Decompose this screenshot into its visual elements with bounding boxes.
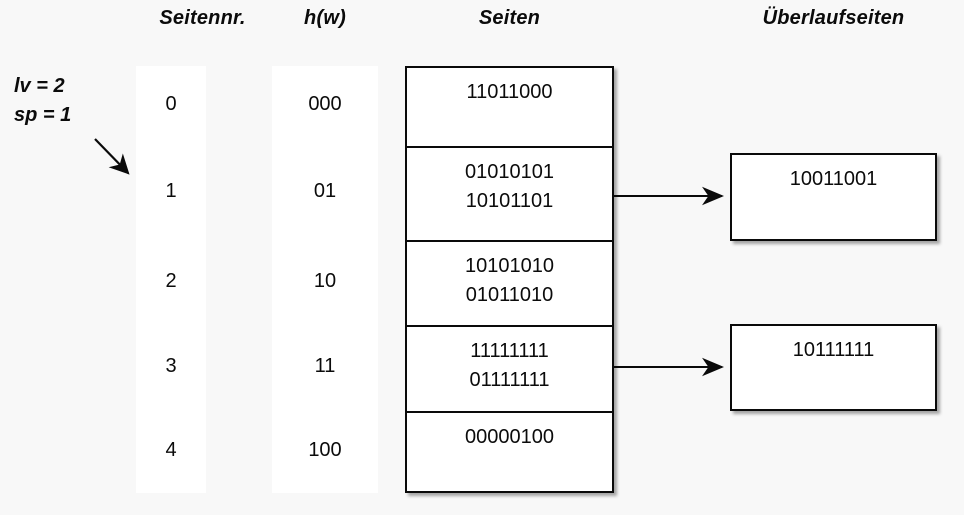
page-record: 00000100 — [465, 426, 554, 448]
hw-value: 100 — [308, 439, 342, 461]
page-cell[interactable]: 11011000 — [407, 68, 612, 148]
column-header-ueberlaufseiten: Überlaufseiten — [762, 7, 905, 29]
column-header-seiten: Seiten — [478, 7, 541, 29]
page-cell[interactable]: 01010101 10101101 — [407, 146, 612, 242]
column-seitennr: 0 1 2 3 4 — [136, 66, 206, 493]
right-arrow-icon — [612, 357, 724, 377]
seitennr-value: 0 — [165, 93, 177, 115]
page-record: 10101101 — [465, 190, 554, 212]
seitennr-value: 2 — [165, 269, 177, 292]
seitennr-value: 1 — [165, 180, 177, 202]
hw-value: 01 — [313, 180, 337, 202]
page-cell[interactable]: 11111111 01111111 — [407, 325, 612, 413]
column-header-hw: h(w) — [304, 7, 346, 29]
pages-table: 11011000 01010101 10101101 10101010 01011010… — [405, 66, 614, 493]
hw-value: 10 — [313, 269, 337, 292]
page-record: 10101010 — [465, 255, 554, 277]
right-arrow-icon — [612, 186, 724, 206]
page-record: 11111111 — [470, 340, 549, 362]
hw-value: 000 — [308, 93, 342, 115]
page-record: 01111111 — [469, 369, 550, 391]
page-cell[interactable]: 10101010 01011010 — [407, 240, 612, 327]
parameter-lv: lv = 2 — [14, 75, 65, 97]
column-hw: 000 01 10 11 100 — [272, 66, 378, 493]
page-cell[interactable]: 00000100 — [407, 411, 612, 495]
parameter-sp: sp = 1 — [14, 104, 72, 126]
overflow-page-box[interactable]: 10011001 — [730, 153, 937, 241]
column-header-seitennr: Seitennr. — [159, 7, 246, 29]
page-record: 01010101 — [465, 161, 554, 183]
seitennr-value: 4 — [165, 439, 177, 461]
seitennr-value: 3 — [165, 355, 177, 377]
hw-value: 11 — [314, 355, 336, 377]
page-record: 11011000 — [466, 81, 553, 103]
parameter-annotation: lv = 2 sp = 1 — [14, 72, 71, 130]
page-record: 01011010 — [465, 284, 554, 306]
overflow-page-box[interactable]: 10111111 — [730, 324, 937, 411]
